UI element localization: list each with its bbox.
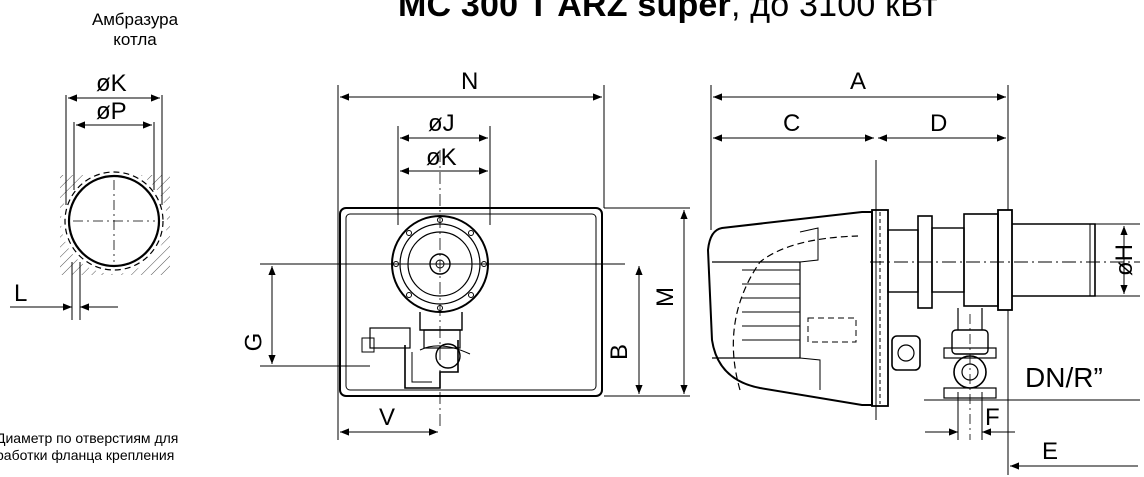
dim-label-A: A xyxy=(850,68,867,95)
dim-label-phiJ: øJ xyxy=(428,110,455,137)
page-title: MC 300 T ARZ super, до 3100 кВт xyxy=(398,0,938,25)
dim-label-F: F xyxy=(985,404,1000,431)
dim-label-DN-R: DN/R” xyxy=(1025,362,1103,393)
dim-label-phiP: øP xyxy=(96,98,127,125)
side-view xyxy=(706,85,1140,475)
caption-line-2: котла xyxy=(113,30,157,49)
dim-label-phiK-left: øK xyxy=(96,70,127,97)
dim-label-L: L xyxy=(14,280,28,307)
dim-label-C: C xyxy=(783,110,801,137)
boiler-opening-view xyxy=(10,94,170,320)
dim-label-B: B xyxy=(606,343,634,361)
dim-label-phiH: øH xyxy=(1111,244,1138,276)
front-view xyxy=(260,85,690,440)
dim-label-M: M xyxy=(652,287,679,307)
dim-label-phiK-front: øK xyxy=(426,144,457,171)
footnote-line-2: работки фланца крепления xyxy=(0,447,175,463)
power-rating: , до 3100 кВт xyxy=(730,0,938,24)
caption-line-1: Амбразура xyxy=(91,10,179,29)
boiler-opening-caption: Амбразура котла xyxy=(60,10,210,50)
footnote-line-1: Диаметр по отверстиям для xyxy=(0,430,179,446)
footnote: Диаметр по отверстиям для работки фланца… xyxy=(0,430,178,464)
dim-label-G: G xyxy=(240,332,268,352)
dim-label-E: E xyxy=(1042,438,1059,465)
dim-label-V: V xyxy=(379,404,396,431)
dim-label-D: D xyxy=(930,110,948,137)
dim-label-N: N xyxy=(461,68,479,95)
model-name: MC 300 T ARZ super xyxy=(398,0,731,24)
